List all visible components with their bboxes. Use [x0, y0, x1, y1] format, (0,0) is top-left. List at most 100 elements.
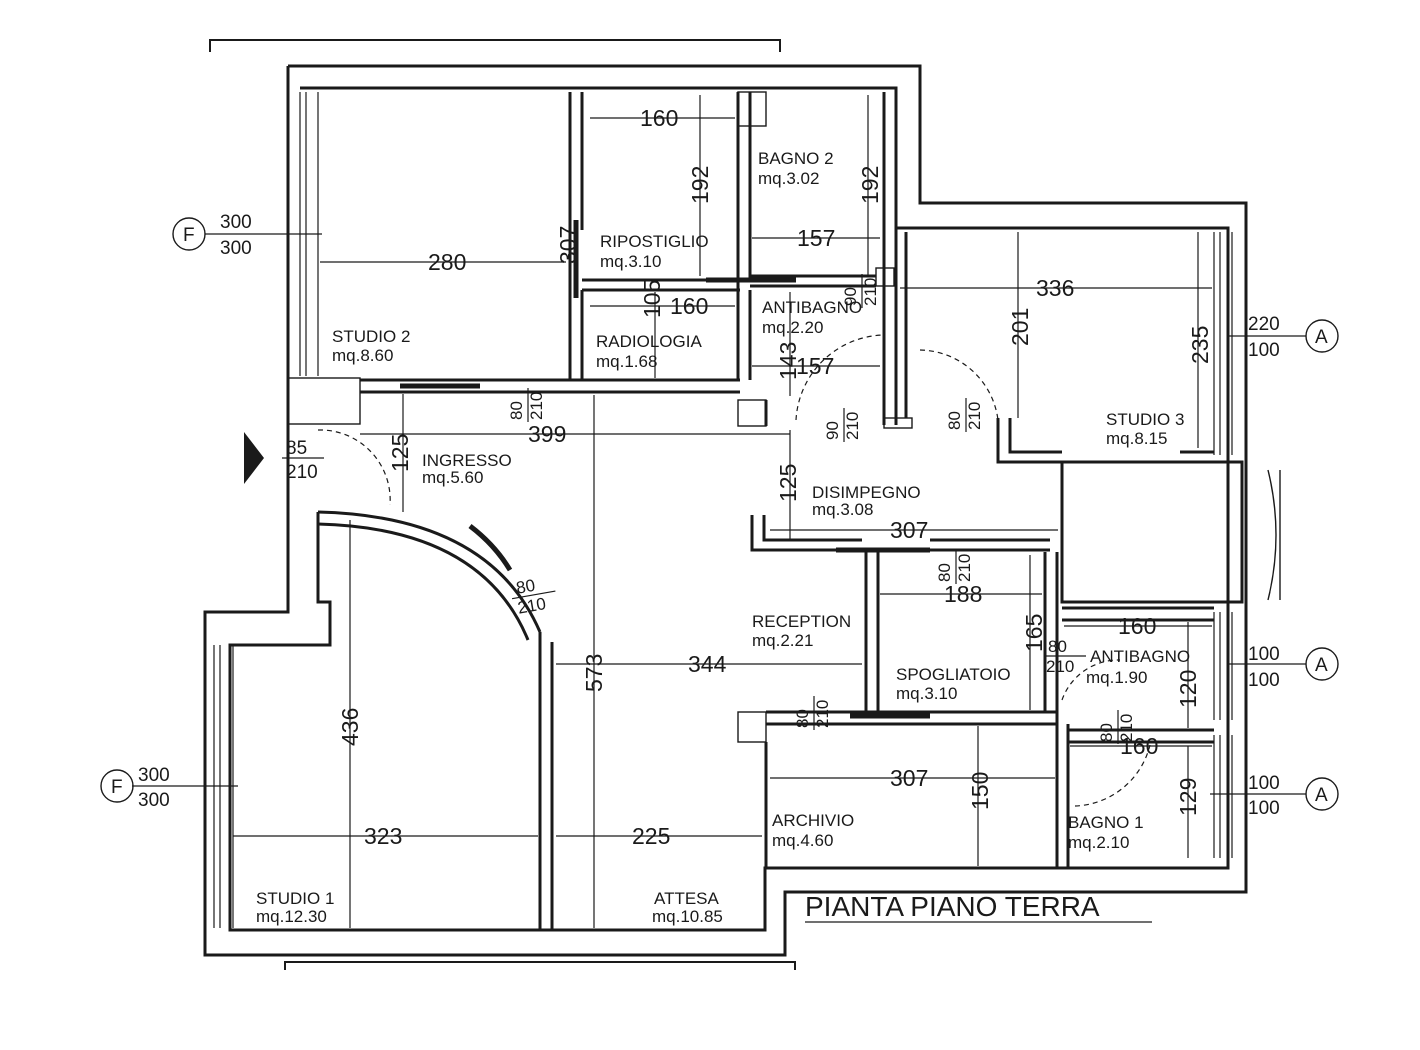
- room-area: mq.4.60: [772, 831, 833, 850]
- walls: [203, 39, 1281, 970]
- svg-text:210: 210: [286, 462, 318, 483]
- room-area: mq.2.21: [752, 631, 813, 650]
- window-callouts: F 300 300 A 220 100 A 100 100 A 100 100: [100, 212, 1339, 819]
- window-type-bubble: [1305, 319, 1339, 353]
- dimension-label: 323: [364, 823, 402, 849]
- dimension-label: 235: [1187, 326, 1213, 364]
- room-name: RECEPTION: [752, 612, 851, 631]
- plan-title: PIANTA PIANO TERRA: [805, 891, 1100, 922]
- door-size: 80 210: [945, 398, 984, 432]
- dimension-label: 129: [1175, 778, 1201, 816]
- room-area: mq.12.30: [256, 907, 327, 926]
- dimension-label: 280: [428, 249, 466, 275]
- dimension-label: 125: [387, 434, 413, 472]
- svg-text:85: 85: [286, 438, 307, 459]
- dimension-label: 307: [890, 765, 928, 791]
- svg-text:90: 90: [823, 421, 842, 440]
- svg-text:A: A: [1315, 655, 1328, 676]
- room-area: mq.2.10: [1068, 833, 1129, 852]
- svg-text:100: 100: [1248, 670, 1280, 691]
- window-type-bubble: [100, 769, 134, 803]
- door-swings: [317, 148, 1151, 807]
- svg-text:300: 300: [138, 790, 170, 811]
- room-area: mq.2.20: [762, 318, 823, 337]
- room-area: mq.1.68: [596, 352, 657, 371]
- svg-text:220: 220: [1248, 314, 1280, 335]
- svg-text:210: 210: [965, 402, 984, 430]
- window-type-bubble: [1305, 647, 1339, 681]
- window-callout: F 300 300: [172, 212, 252, 259]
- room-area: mq.3.10: [600, 252, 661, 271]
- room-area: mq.1.90: [1086, 668, 1147, 687]
- door-size: 90 210: [841, 274, 880, 308]
- room-name: STUDIO 1: [256, 889, 334, 908]
- room-name: DISIMPEGNO: [812, 483, 921, 502]
- svg-text:80: 80: [935, 563, 954, 582]
- svg-text:100: 100: [1248, 644, 1280, 665]
- window-type-bubble: [1305, 777, 1339, 811]
- door-size: 80 210: [793, 696, 832, 730]
- door-size: 90 210: [823, 408, 862, 442]
- dimension-label: 105: [639, 280, 665, 318]
- dimension-label: 120: [1175, 670, 1201, 708]
- room-name: INGRESSO: [422, 451, 512, 470]
- door-size-labels: 80 210 90 210 90 210 80 210 85 210: [282, 274, 1136, 744]
- svg-text:A: A: [1315, 327, 1328, 348]
- svg-text:80: 80: [793, 709, 812, 728]
- dimension-label: 188: [944, 581, 982, 607]
- svg-text:100: 100: [1248, 340, 1280, 361]
- dimension-label: 143: [775, 342, 801, 380]
- dimension-labels: 160 192 192 307 280 157 105 160 336 201 …: [337, 105, 1213, 849]
- svg-text:F: F: [111, 777, 123, 798]
- room-area: mq.5.60: [422, 468, 483, 487]
- room-name: ATTESA: [654, 889, 720, 908]
- dimension-label: 192: [687, 166, 713, 204]
- window-callout: A 100 100: [1248, 773, 1339, 819]
- door-size: 80 210: [1044, 637, 1086, 676]
- dimension-label: 160: [1118, 613, 1156, 639]
- svg-text:210: 210: [843, 412, 862, 440]
- room-area: mq.3.10: [896, 684, 957, 703]
- room-area: mq.3.08: [812, 500, 873, 519]
- dimension-label: 225: [632, 823, 670, 849]
- svg-text:210: 210: [1046, 657, 1074, 676]
- svg-text:100: 100: [1248, 798, 1280, 819]
- dimension-label: 307: [890, 517, 928, 543]
- svg-text:F: F: [183, 225, 195, 246]
- svg-text:210: 210: [527, 392, 546, 420]
- room-name: ANTIBAGNO: [1090, 647, 1190, 666]
- dimension-label: 336: [1036, 275, 1074, 301]
- sliding-doors: [400, 220, 930, 719]
- window-callout: F 300 300: [100, 765, 170, 811]
- room-name: STUDIO 2: [332, 327, 410, 346]
- svg-text:300: 300: [220, 238, 252, 259]
- dimension-label: 160: [640, 105, 678, 131]
- svg-text:210: 210: [861, 278, 880, 306]
- room-labels: STUDIO 2 mq.8.60 RIPOSTIGLIO mq.3.10 BAG…: [256, 149, 1190, 926]
- door-size: 85 210: [282, 438, 324, 483]
- room-area: mq.8.60: [332, 346, 393, 365]
- dimension-label: 201: [1007, 308, 1033, 346]
- svg-text:80: 80: [507, 401, 526, 420]
- entrance-arrow-icon: [244, 432, 264, 484]
- window-type-bubble: [172, 217, 206, 251]
- room-area: mq.10.85: [652, 907, 723, 926]
- door-size: 80 210: [935, 550, 974, 584]
- dimension-label: 157: [797, 225, 835, 251]
- dimension-label: 344: [688, 651, 727, 677]
- dimension-lines: [132, 95, 1306, 928]
- room-name: STUDIO 3: [1106, 410, 1184, 429]
- svg-text:80: 80: [1048, 637, 1067, 656]
- dimension-label: 157: [796, 353, 834, 379]
- window-callout: A 220 100: [1248, 314, 1339, 361]
- svg-text:210: 210: [813, 700, 832, 728]
- room-name: BAGNO 2: [758, 149, 834, 168]
- room-name: SPOGLIATOIO: [896, 665, 1011, 684]
- room-name: ARCHIVIO: [772, 811, 854, 830]
- svg-text:210: 210: [516, 594, 547, 618]
- door-size: 80 210: [507, 388, 546, 422]
- room-name: BAGNO 1: [1068, 813, 1144, 832]
- dimension-label: 165: [1021, 614, 1047, 652]
- svg-text:300: 300: [138, 765, 170, 786]
